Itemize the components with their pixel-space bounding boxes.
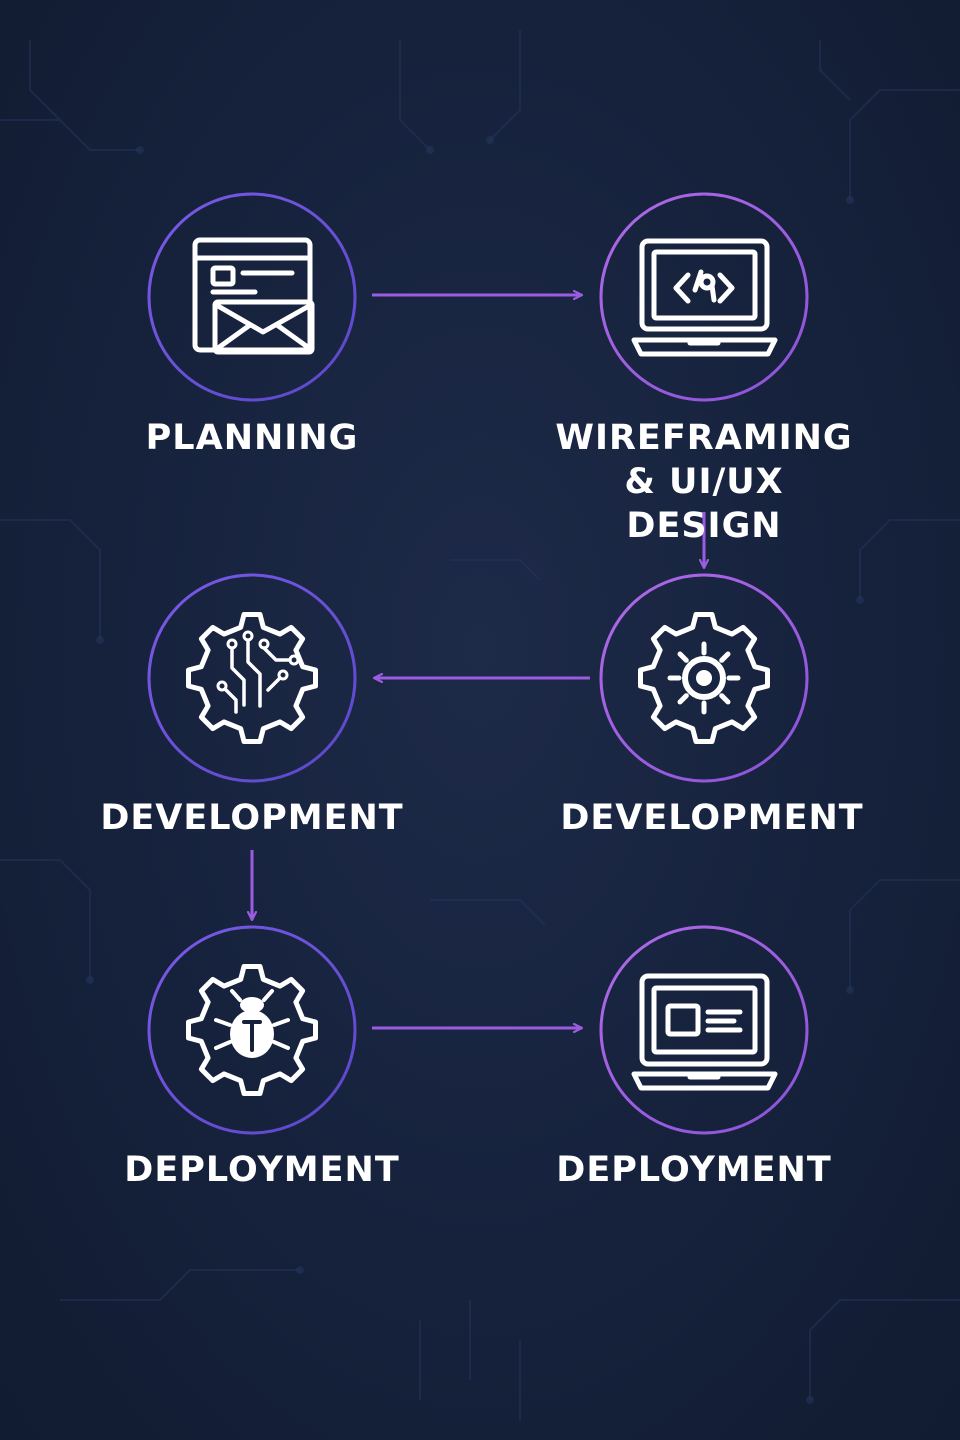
step-development-left-node bbox=[147, 573, 357, 783]
step-wireframing-node bbox=[599, 192, 809, 402]
gear-spoke bbox=[719, 693, 731, 705]
step-deployment-right-node bbox=[599, 925, 809, 1135]
step-circle bbox=[147, 573, 357, 783]
step-label-development-left: DEVELOPMENT bbox=[100, 798, 404, 838]
gear-bug-icon bbox=[186, 964, 318, 1096]
gear-circuit-icon bbox=[186, 612, 318, 744]
gear-spoke bbox=[677, 693, 689, 705]
step-label-deployment-right: DEPLOYMENT bbox=[556, 1150, 832, 1190]
step-circle bbox=[599, 573, 809, 783]
gear-spoke bbox=[677, 651, 689, 663]
browser-mail-icon bbox=[192, 237, 315, 355]
step-circle bbox=[147, 925, 357, 1135]
step-circle bbox=[599, 192, 809, 402]
step-deployment-left-node bbox=[147, 925, 357, 1135]
step-development-right-node bbox=[599, 573, 809, 783]
step-label-wireframing-text: WIREFRAMING & UI/UX DESIGN bbox=[555, 418, 853, 546]
step-label-planning: PLANNING bbox=[145, 418, 359, 458]
step-label-wireframing: WIREFRAMING & UI/UX DESIGN bbox=[544, 416, 864, 548]
laptop-code-icon bbox=[631, 238, 778, 357]
step-circle bbox=[147, 192, 357, 402]
gear-icon bbox=[638, 612, 770, 744]
step-label-deployment-left: DEPLOYMENT bbox=[124, 1150, 400, 1190]
step-label-development-right: DEVELOPMENT bbox=[560, 798, 864, 838]
step-planning-node bbox=[147, 192, 357, 402]
step-circle bbox=[599, 925, 809, 1135]
laptop-window-icon bbox=[631, 973, 778, 1091]
gear-spoke bbox=[719, 651, 731, 663]
